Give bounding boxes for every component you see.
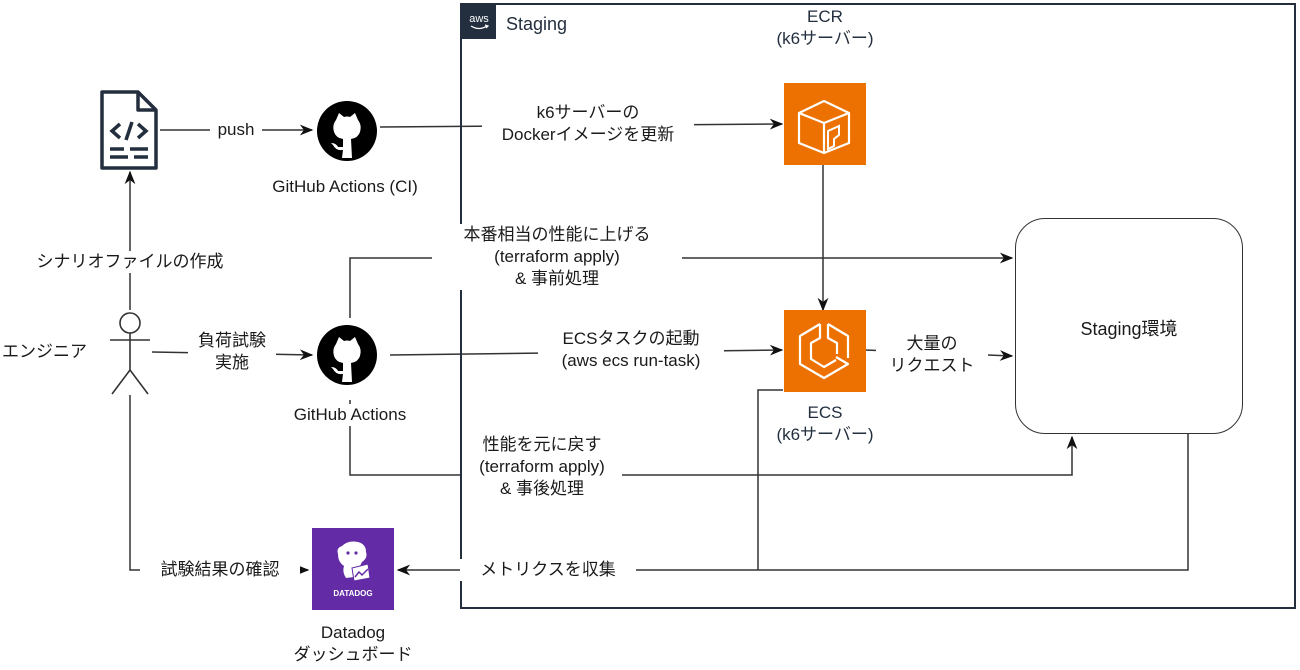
staging-env-label: Staging環境: [1080, 319, 1178, 339]
datadog-label-line1: Datadog: [320, 623, 386, 642]
datadog-label: Datadog ダッシュボード: [280, 622, 426, 666]
edge-label-run-task: ECSタスクの起動 (aws ecs run-task): [538, 328, 724, 372]
scale-up-line3: & 事前処理: [514, 269, 600, 288]
actor-icon[interactable]: [106, 312, 154, 396]
run-task-line2: (aws ecs run-task): [561, 351, 701, 370]
update-image-line2: Dockerイメージを更新: [501, 125, 675, 144]
datadog-icon[interactable]: DATADOG: [312, 528, 394, 610]
ecr-icon[interactable]: [784, 83, 866, 165]
edge-label-collect-metrics: メトリクスを収集: [460, 559, 636, 581]
aws-icon: aws: [462, 5, 496, 39]
ecs-label-line1: ECS: [807, 403, 843, 422]
edge-label-scale-down: 性能を元に戻す (terraform apply) & 事後処理: [462, 434, 622, 500]
svg-text:aws: aws: [469, 13, 489, 25]
engineer-label: エンジニア: [2, 342, 87, 361]
run-task-line1: ECSタスクの起動: [562, 329, 700, 348]
edge-scale-up: [349, 252, 1014, 318]
run-test-line1: 負荷試験: [198, 331, 266, 350]
edge-label-requests: 大量の リクエスト: [876, 333, 988, 377]
edge-label-create-scenario: シナリオファイルの作成: [20, 251, 240, 273]
ecs-icon[interactable]: [784, 310, 866, 392]
ecs-label-line2: (k6サーバー): [776, 425, 874, 444]
svg-text:DATADOG: DATADOG: [333, 589, 372, 598]
requests-line1: 大量の: [906, 334, 958, 353]
github-actions-label: GitHub Actions: [260, 404, 440, 426]
ecs-label: ECS (k6サーバー): [760, 402, 890, 446]
ecr-label-line2: (k6サーバー): [776, 29, 874, 48]
scale-up-line1: 本番相当の性能に上げる: [463, 225, 651, 244]
edge-label-check-results: 試験結果の確認: [140, 559, 300, 581]
aws-staging-group: aws Staging: [460, 3, 1296, 609]
run-test-line2: 実施: [215, 353, 249, 372]
edge-label-update-image: k6サーバーの Dockerイメージを更新: [482, 102, 694, 146]
edge-ecs-metrics: [757, 389, 783, 570]
scale-down-line3: & 事後処理: [499, 479, 585, 498]
github-ci-label: GitHub Actions (CI): [272, 177, 418, 196]
datadog-label-line2: ダッシュボード: [293, 645, 413, 664]
edge-collect-metrics: [396, 434, 1189, 576]
staging-env-box[interactable]: Staging環境: [1015, 218, 1243, 434]
ecr-label-line1: ECR: [807, 7, 843, 26]
edge-label-push: push: [210, 119, 262, 141]
scale-up-line2: (terraform apply): [494, 247, 620, 266]
edge-scale-down: [349, 400, 1078, 476]
github-ci-icon[interactable]: [316, 100, 378, 162]
edge-label-scale-up: 本番相当の性能に上げる (terraform apply) & 事前処理: [432, 224, 682, 290]
edge-label-run-test: 負荷試験 実施: [188, 330, 276, 374]
group-title: Staging: [506, 14, 568, 34]
ecr-label: ECR (k6サーバー): [760, 6, 890, 50]
code-file-icon[interactable]: [98, 88, 160, 172]
github-actions-icon[interactable]: [316, 324, 378, 386]
scale-down-line1: 性能を元に戻す: [482, 435, 602, 454]
scale-down-line2: (terraform apply): [479, 457, 605, 476]
requests-line2: リクエスト: [889, 356, 975, 375]
update-image-line1: k6サーバーの: [536, 103, 640, 122]
